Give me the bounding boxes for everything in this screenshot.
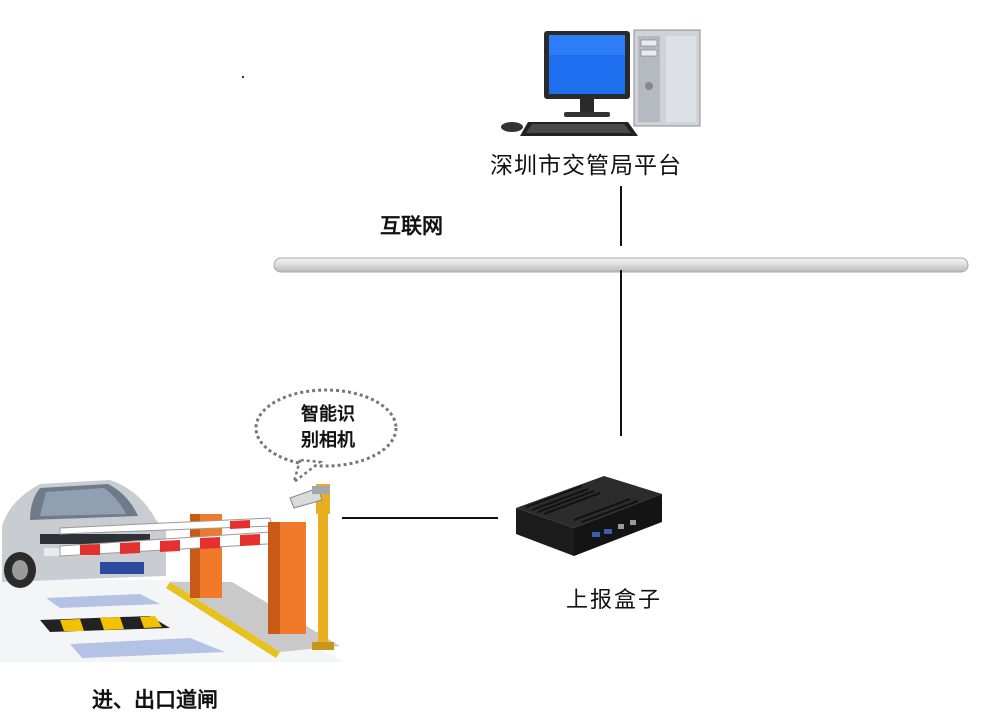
platform-network-connector — [620, 186, 622, 246]
report-box-label: 上报盒子 — [566, 588, 663, 613]
camera-label-line1: 智能识 — [301, 404, 355, 425]
camera-icon — [289, 486, 330, 509]
report-box-icon — [516, 476, 662, 556]
gate-label: 进、出口道闸 — [92, 688, 218, 712]
network-backbone — [273, 257, 969, 273]
stray-dot — [242, 76, 244, 78]
lane-marking — [70, 638, 225, 658]
barrier-post — [268, 522, 306, 634]
camera-pole — [312, 484, 334, 650]
network-box-connector — [620, 270, 622, 436]
gate-box-connector — [342, 517, 498, 519]
lane-marking — [46, 594, 160, 608]
camera-label: 智能识 别相机 — [288, 402, 368, 454]
car-icon — [2, 480, 166, 588]
camera-label-bubble — [254, 388, 398, 486]
platform-label: 深圳市交管局平台 — [490, 153, 682, 179]
barrier-arm — [59, 517, 303, 557]
internet-label: 互联网 — [380, 214, 443, 238]
gate-scene — [0, 480, 345, 662]
desktop-computer-icon — [501, 29, 701, 136]
camera-label-line2: 别相机 — [301, 430, 355, 451]
